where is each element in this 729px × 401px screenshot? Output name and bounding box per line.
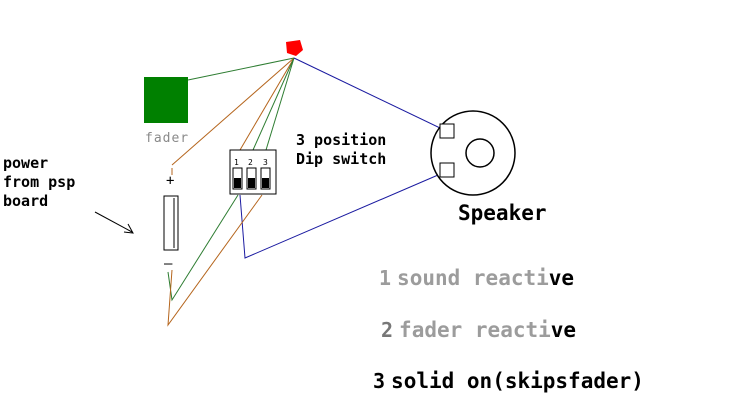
- dip-switch-number-2: 2: [248, 158, 253, 167]
- wire-switch-orange-down: [167, 194, 263, 327]
- wire-led-to-switch-1: [239, 57, 295, 151]
- wire-switch-green-down: [167, 194, 239, 302]
- speaker-icon: [430, 110, 516, 196]
- power-arrow-icon: [94, 211, 134, 234]
- dip-switch-label-line-2: Dip switch: [296, 150, 387, 168]
- mode-1-number: 1: [379, 266, 392, 290]
- power-label-line-1: power: [3, 154, 49, 172]
- mode-3-text: solid on(skipsfader): [391, 369, 644, 393]
- wire-speaker-to-switch: [239, 171, 446, 259]
- dip-switch-label: 3 position Dip switch: [296, 131, 386, 169]
- dip-switch-knob-2: [248, 178, 255, 188]
- dip-switch-number-3: 3: [263, 158, 268, 167]
- fader-label: fader: [145, 131, 190, 146]
- power-label-line-3: board: [3, 192, 49, 210]
- mode-1-tail: ve: [548, 266, 575, 290]
- mode-2-tail: ve: [550, 318, 577, 342]
- led-icon: [286, 40, 303, 56]
- speaker-label: Speaker: [458, 201, 547, 225]
- dip-switch: 1 2 3: [229, 149, 277, 195]
- mode-2-number: 2: [381, 318, 394, 342]
- mode-2-text: fader reacti: [399, 318, 551, 342]
- power-connector: + —: [163, 173, 179, 272]
- fader-block: [144, 77, 188, 123]
- wire-led-to-switch-2: [252, 57, 295, 151]
- wire-led-to-fader-low: [171, 57, 295, 166]
- dip-switch-knob-3: [262, 178, 269, 188]
- power-label: power from psp board: [3, 154, 75, 211]
- mode-1-text: sound reacti: [397, 266, 549, 290]
- wire-led-to-switch-3: [265, 57, 295, 151]
- speaker-terminal-bottom: [439, 162, 455, 178]
- power-label-line-2: from psp: [3, 173, 76, 191]
- wire-led-to-speaker: [293, 57, 441, 129]
- dip-switch-number-1: 1: [234, 158, 239, 167]
- wires: [167, 57, 446, 327]
- dip-switch-knob-1: [234, 178, 241, 188]
- plus-sign: +: [166, 173, 174, 189]
- speaker-center: [465, 138, 495, 168]
- mode-3-number: 3: [373, 369, 386, 393]
- connector-body: [163, 195, 179, 251]
- dip-switch-label-line-1: 3 position: [296, 131, 387, 149]
- minus-sign: —: [164, 256, 173, 272]
- wire-led-to-fader: [187, 57, 295, 81]
- speaker-terminal-top: [439, 123, 455, 139]
